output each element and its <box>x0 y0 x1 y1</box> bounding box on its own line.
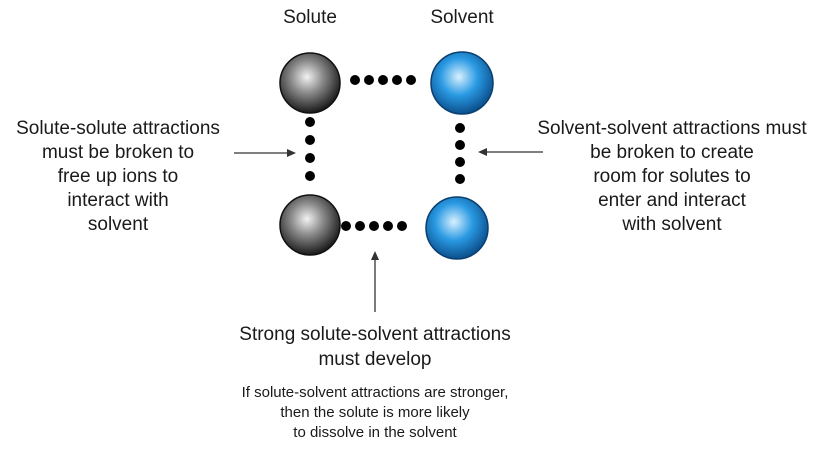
arrow-right <box>478 148 543 156</box>
dots-solute-solute-vertical <box>305 117 315 181</box>
arrow-left <box>234 149 296 157</box>
solute-molecule-top <box>279 52 341 114</box>
bottom-explanation: If solute-solvent attractions are strong… <box>241 384 509 441</box>
solute-header: Solute <box>283 7 337 28</box>
arrow-up <box>371 251 379 312</box>
dots-solute-solvent-top <box>350 75 416 85</box>
bottom-main-note: Strong solute-solvent attractions must d… <box>239 324 511 370</box>
dots-solute-solvent-bottom <box>341 221 407 231</box>
solvent-header: Solvent <box>430 7 494 28</box>
left-note: Solute-solute attractions must be broken… <box>16 118 220 235</box>
solute-molecule-bottom <box>279 194 341 256</box>
solvent-molecule-top <box>430 51 494 115</box>
right-note: Solvent-solvent attractions must be brok… <box>537 118 807 235</box>
solvent-molecule-bottom <box>425 196 489 260</box>
dots-solvent-solvent-vertical <box>455 123 465 184</box>
